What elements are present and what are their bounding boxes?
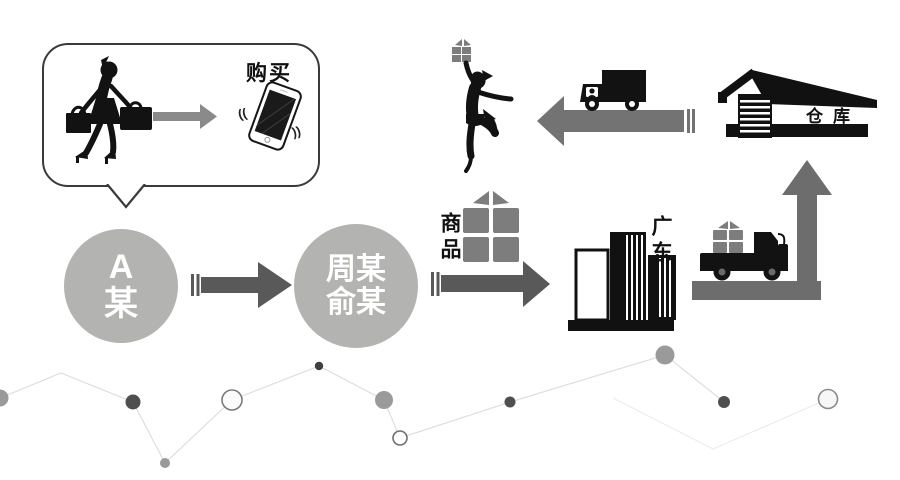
speech-bubble-pointer: [106, 184, 146, 209]
gift-on-truck: [713, 221, 743, 253]
delivery-truck-icon: [580, 70, 646, 111]
buy-label: 购买: [246, 62, 292, 85]
node-buyer: A 某: [64, 229, 178, 343]
vibration-mark-right: )): [290, 123, 303, 140]
node-middlemen-label: 周某 俞某: [326, 253, 386, 319]
flow-arrow-goods-to-guangdong: [431, 261, 550, 307]
jumping-person-icon: [452, 39, 514, 173]
region-label: 广东: [649, 215, 672, 267]
shopper-woman-icon: [66, 56, 152, 164]
smartphone-screen: [254, 89, 297, 141]
up-arrow: [692, 160, 832, 300]
smartphone-home-button: [263, 135, 272, 144]
smartphone-icon: (( )): [236, 79, 310, 158]
decoration-network: [0, 345, 839, 468]
node-middlemen: 周某 俞某: [294, 224, 418, 348]
warehouse-label: 仓库: [806, 107, 860, 126]
left-arrow: [537, 96, 695, 146]
gift-held-up: [452, 39, 471, 62]
smartphone-body: [246, 79, 304, 153]
flow-arrow-buyer-to-middlemen: [191, 262, 292, 308]
pickup-truck-icon: [700, 221, 788, 281]
warehouse-icon: [718, 68, 877, 138]
arrow-right-icon: [153, 104, 217, 129]
node-buyer-label: A 某: [104, 247, 138, 323]
gift-box-icon: [463, 191, 519, 262]
goods-label: 商品: [438, 212, 461, 264]
city-buildings-icon: [568, 232, 676, 331]
smartphone-speaker: [280, 88, 289, 93]
